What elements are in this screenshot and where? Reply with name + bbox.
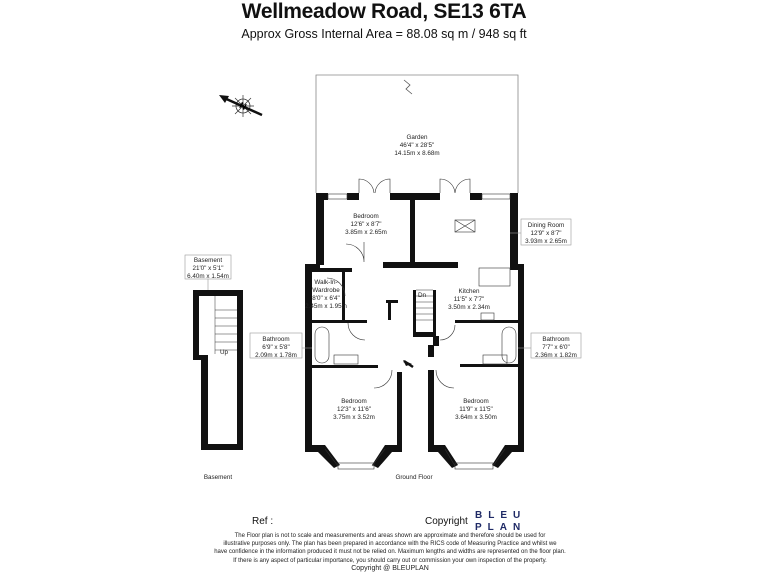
svg-text:Bedroom: Bedroom — [341, 398, 367, 405]
svg-text:Bedroom: Bedroom — [353, 213, 379, 220]
bleuplan-logo: BLEU PLAN — [475, 510, 527, 533]
svg-text:12'9" x 8'7": 12'9" x 8'7" — [530, 230, 561, 237]
page-title: Wellmeadow Road, SE13 6TA — [241, 0, 527, 23]
svg-text:Up: Up — [220, 349, 229, 356]
room-walk-in-wardrobe: Walk-In- Wardrobe 8'0" x 6'4" 2.45m x 1.… — [305, 279, 347, 310]
room-bedroom-right: Bedroom 11'9" x 11'5" 3.64m x 3.50m — [455, 398, 497, 421]
svg-text:6.40m x 1.54m: 6.40m x 1.54m — [187, 273, 229, 280]
ground-floor-walls — [305, 193, 524, 468]
svg-text:2.09m x 1.78m: 2.09m x 1.78m — [255, 352, 297, 359]
copyright-label: Copyright — [425, 516, 468, 527]
svg-text:Wardrobe: Wardrobe — [312, 287, 340, 294]
svg-text:Kitchen: Kitchen — [458, 288, 480, 295]
garden-metric: 14.15m x 8.68m — [394, 150, 439, 157]
svg-text:2.36m x 1.82m: 2.36m x 1.82m — [535, 352, 577, 359]
svg-text:2.45m x 1.95m: 2.45m x 1.95m — [305, 303, 347, 310]
room-bedroom-top: Bedroom 12'6" x 8'7" 3.85m x 2.65m — [345, 213, 387, 236]
svg-text:12'6" x 8'7": 12'6" x 8'7" — [350, 221, 381, 228]
stairs-down-label: Dn — [418, 292, 427, 299]
svg-text:3.85m x 2.65m: 3.85m x 2.65m — [345, 229, 387, 236]
svg-text:3.50m x 2.34m: 3.50m x 2.34m — [448, 304, 490, 311]
svg-text:11'9" x 11'5": 11'9" x 11'5" — [459, 406, 493, 413]
svg-text:6'9" x 5'8": 6'9" x 5'8" — [262, 344, 290, 351]
svg-text:8'0" x 6'4": 8'0" x 6'4" — [312, 295, 340, 302]
svg-text:Bathroom: Bathroom — [542, 336, 569, 343]
svg-text:12'3" x 11'6": 12'3" x 11'6" — [337, 406, 371, 413]
svg-text:Basement: Basement — [194, 257, 223, 264]
room-dining: Dining Room 12'9" x 8'7" 3.93m x 2.65m — [510, 218, 572, 246]
svg-text:Bedroom: Bedroom — [463, 398, 489, 405]
svg-text:21'0" x 5'1": 21'0" x 5'1" — [192, 265, 223, 272]
room-bathroom-left: Bathroom 6'9" x 5'8" 2.09m x 1.78m — [249, 332, 312, 359]
ref-label: Ref : — [252, 516, 274, 527]
svg-text:Walk-In-: Walk-In- — [314, 279, 337, 286]
room-bathroom-right: Bathroom 7'7" x 6'0" 2.36m x 1.82m — [518, 332, 582, 359]
svg-text:3.64m x 3.50m: 3.64m x 3.50m — [455, 414, 497, 421]
disclaimer: The Floor plan is not to scale and measu… — [214, 533, 566, 572]
basement-floor-label: Basement — [204, 474, 233, 481]
bay-windows — [314, 178, 517, 470]
basement-plan: Basement 21'0" x 5'1" 6.40m x 1.54m Up — [184, 254, 243, 450]
svg-text:3.93m x 2.65m: 3.93m x 2.65m — [525, 238, 567, 245]
gross-area: Approx Gross Internal Area = 88.08 sq m … — [241, 27, 527, 41]
compass-icon: N — [219, 95, 263, 117]
room-bedroom-left: Bedroom 12'3" x 11'6" 3.75m x 3.52m — [333, 398, 375, 421]
svg-text:11'5" x 7'7": 11'5" x 7'7" — [454, 296, 485, 303]
ground-floor-label: Ground Floor — [395, 474, 432, 481]
svg-text:7'7" x 6'0": 7'7" x 6'0" — [542, 344, 570, 351]
garden-label: Garden — [406, 134, 428, 141]
svg-text:3.75m x 3.52m: 3.75m x 3.52m — [333, 414, 375, 421]
svg-text:N: N — [238, 100, 248, 112]
garden-imperial: 46'4" x 28'5" — [400, 142, 435, 149]
svg-text:Dining Room: Dining Room — [528, 222, 564, 229]
svg-text:Bathroom: Bathroom — [262, 336, 289, 343]
room-kitchen: Kitchen 11'5" x 7'7" 3.50m x 2.34m — [448, 288, 490, 311]
garden-outline — [315, 74, 519, 193]
